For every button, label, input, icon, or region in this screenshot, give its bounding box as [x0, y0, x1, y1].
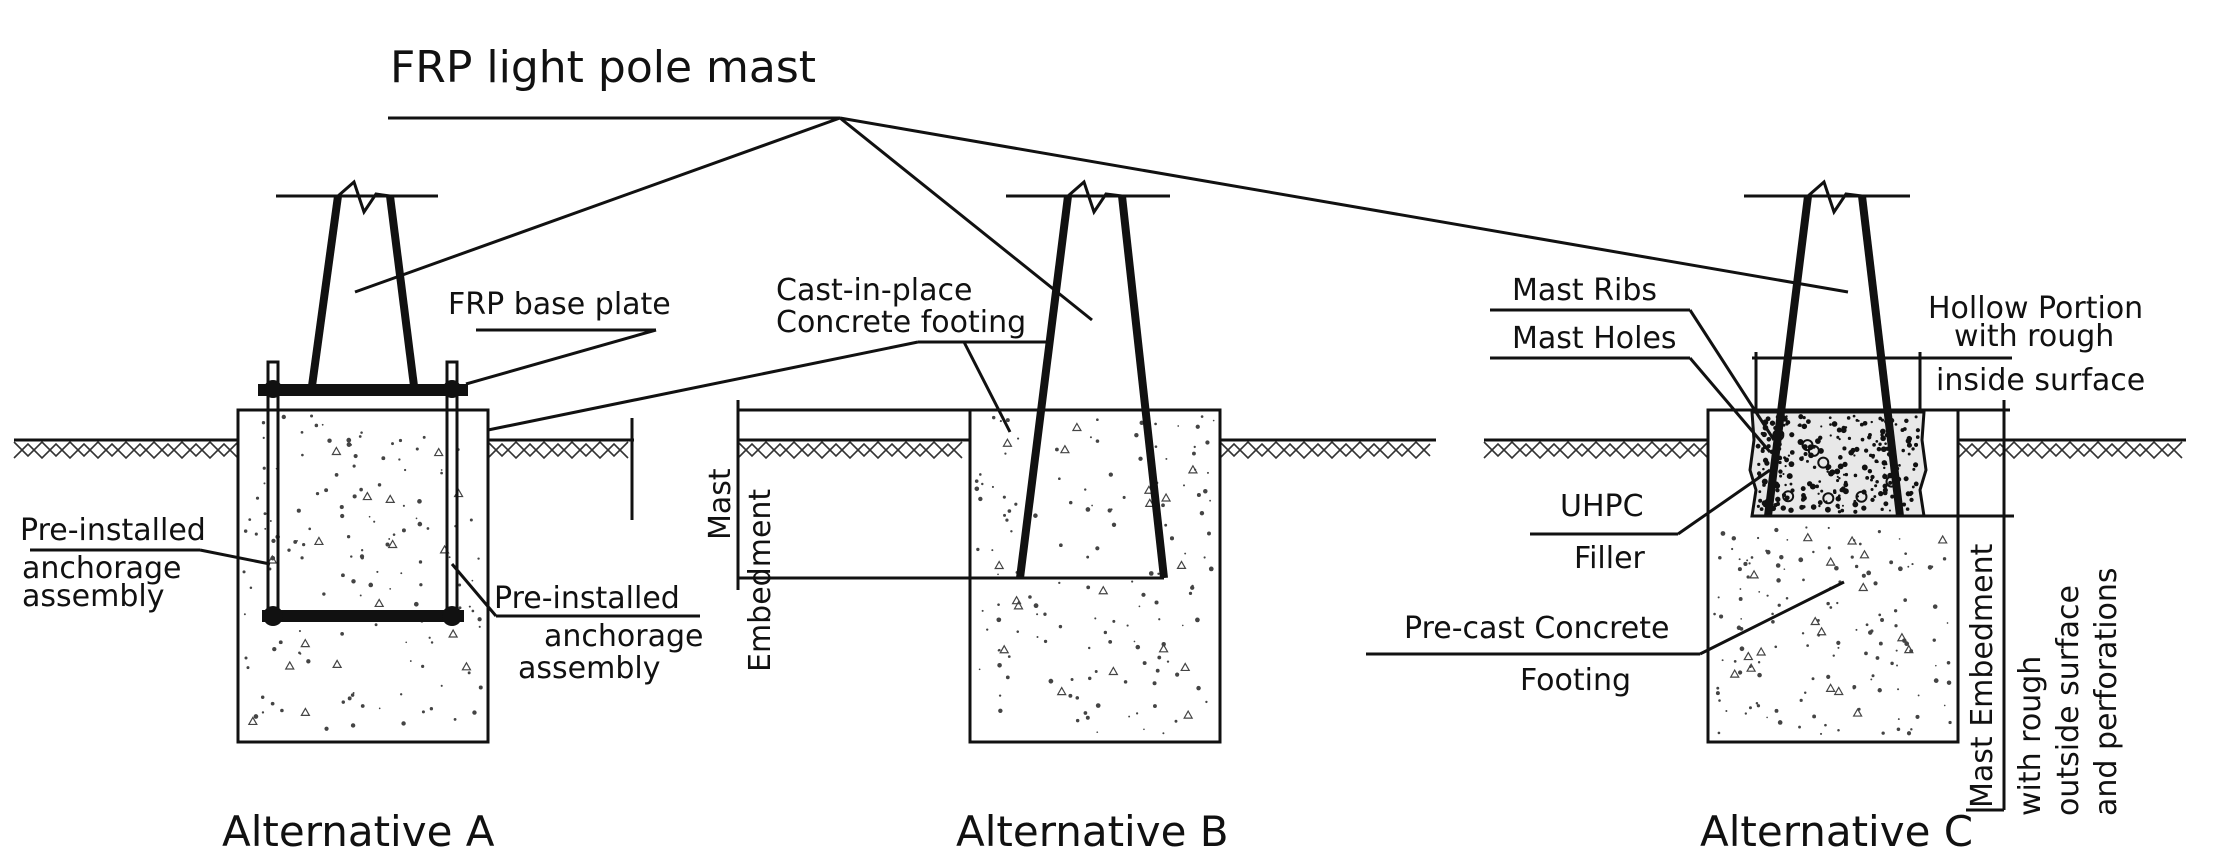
alt-a-anchor-right-leader	[450, 563, 498, 617]
alt-c-mast-left	[1764, 195, 1812, 517]
alt-a-concrete-texture	[242, 414, 483, 731]
alt-a-nut-tr	[443, 380, 461, 398]
alt-b-embedment-label-2: Embedment	[743, 489, 778, 672]
alt-c-uhpc-leader	[1677, 468, 1771, 536]
alt-a-mast-left	[308, 195, 342, 387]
alt-c-hollow-label-2: with rough	[1954, 319, 2114, 354]
alt-c-outside-label-1: with rough	[2013, 656, 2048, 816]
title-leader-b	[839, 116, 1093, 322]
alt-b-footing-label-1: Cast-in-place	[776, 273, 972, 308]
title-leader-a	[354, 116, 841, 294]
alt-b-concrete-texture	[974, 415, 1215, 735]
alt-a-base-plate-label: FRP base plate	[448, 287, 671, 322]
alt-a-bottom-plate	[262, 610, 464, 622]
alt-a-anchor-left-line2: anchorage	[22, 551, 181, 586]
alt-a-base-plate	[258, 384, 468, 396]
alt-c-ribs-label: Mast Ribs	[1512, 273, 1657, 308]
alt-a-mast-right	[386, 195, 418, 387]
alt-a-anchor-right-line3: assembly	[518, 651, 660, 686]
alt-a-nut-br	[442, 606, 462, 626]
title-group: FRP light pole mast	[354, 42, 1849, 322]
alt-a-nut-bl	[263, 606, 283, 626]
alt-a-anchor-left-line3: assembly	[22, 579, 164, 614]
alt-c-outside-label-2: outside surface	[2051, 585, 2086, 816]
alt-a-break-symbol	[337, 179, 391, 216]
alt-a-footing	[236, 408, 490, 744]
ground-surface	[13, 438, 2186, 460]
alt-b-embedment-label-1: Mast	[703, 468, 738, 540]
alt-b-footing	[968, 408, 1222, 744]
alt-b-mast-right	[1118, 195, 1168, 579]
alt-c-hollow-label-3: inside surface	[1936, 363, 2145, 398]
title-leader-c	[839, 116, 1849, 294]
alt-b-mast-left	[1016, 195, 1072, 579]
alternative-c: Mast Ribs Mast Holes Hollow Portion with…	[1366, 179, 2145, 856]
alt-a-anchor-left-line1: Pre-installed	[20, 513, 206, 548]
alt-c-footing-label-2: Footing	[1520, 663, 1631, 698]
alt-a-anchor-left-leader	[199, 548, 271, 566]
alt-c-caption: Alternative C	[1700, 807, 1973, 856]
alt-c-footing-label-1: Pre-cast Concrete	[1404, 611, 1670, 646]
alt-c-break-symbol	[1807, 179, 1863, 216]
alt-c-outside-label-3: and perforations	[2089, 567, 2124, 816]
alternative-a: FRP base plate Pre-installed anchorage a…	[20, 179, 919, 856]
alt-c-uhpc-label-2: Filler	[1574, 541, 1646, 576]
alt-b-break-symbol	[1067, 179, 1123, 216]
alt-a-base-plate-leader	[465, 328, 657, 386]
alt-a-caption: Alternative A	[222, 807, 495, 856]
alt-b-footing-label-2: Concrete footing	[776, 305, 1026, 340]
alt-a-anchor-right-line1: Pre-installed	[494, 581, 680, 616]
alt-c-ribs-leader	[1688, 309, 1776, 441]
alt-c-footing	[1706, 408, 1960, 744]
alt-c-uhpc-label-1: UHPC	[1560, 489, 1644, 524]
alt-c-embedment-label: Mast Embedment	[1965, 543, 2000, 808]
alt-c-hollow-label-1: Hollow Portion	[1928, 291, 2143, 326]
diagram-title: FRP light pole mast	[390, 42, 816, 93]
alternative-b: Mast Embedment Cast-in-place Concrete fo…	[703, 179, 1229, 856]
alt-c-holes-leader	[1688, 357, 1772, 453]
alt-c-footing-leader	[1699, 580, 1845, 656]
alt-c-holes-label: Mast Holes	[1512, 321, 1677, 356]
alt-a-nut-tl	[264, 380, 282, 398]
alt-a-anchor-rod-left	[266, 360, 280, 622]
alt-c-concrete-texture	[1713, 526, 1952, 736]
alt-b-caption: Alternative B	[956, 807, 1229, 856]
alt-c-mast-right	[1858, 195, 1904, 517]
alt-a-anchor-rod-right	[445, 360, 459, 622]
alt-a-footing-leader	[487, 340, 919, 432]
alt-b-footing-leader	[962, 341, 1012, 433]
alt-a-anchor-right-line2: anchorage	[544, 619, 703, 654]
